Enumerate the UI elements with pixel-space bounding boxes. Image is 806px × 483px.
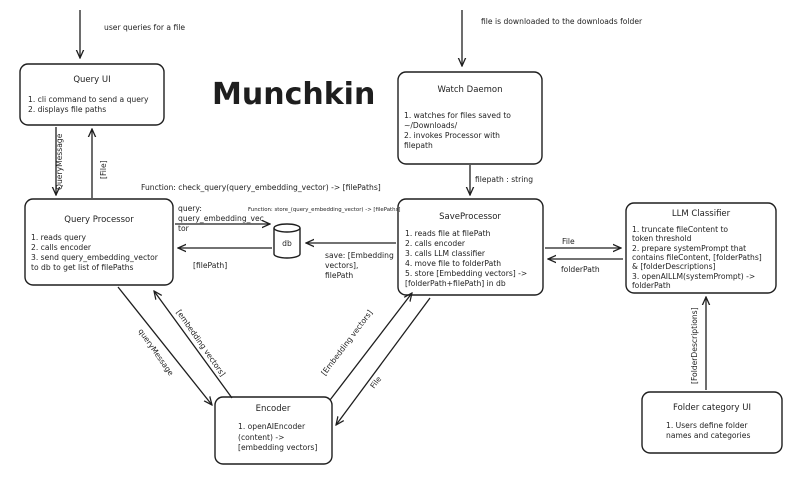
query-processor-line: 1. reads query [31, 233, 87, 242]
arrows [56, 10, 706, 425]
label-user-queries: user queries for a file [104, 23, 185, 32]
db-title: db [282, 239, 292, 248]
label-embedding-vectors-2: [Embedding vectors] [319, 308, 374, 377]
encoder-line: [embedding vectors] [238, 443, 317, 452]
label-save-embeddings: filePath [325, 271, 353, 280]
query-ui-line: 1. cli command to send a query [28, 95, 149, 104]
label-file-3: File [368, 374, 383, 390]
folder-ui-line: names and categories [666, 431, 750, 440]
label-store-function: Function: store_(query_embedding_vector)… [248, 207, 400, 213]
llm-classifier-line: 2. prepare systemPrompt that [632, 244, 746, 253]
label-query-vec: tor [178, 224, 190, 233]
save-processor-node: SaveProcessor 1. reads file at filePath … [397, 198, 544, 296]
save-processor-line: 2. calls encoder [405, 239, 466, 248]
encoder-node: Encoder 1. openAIEncoder (content) -> [e… [214, 396, 333, 465]
arrow-file-to-encoder [336, 297, 431, 425]
watch-daemon-line: ~/Downloads/ [404, 121, 458, 130]
query-ui-line: 2. displays file paths [28, 105, 106, 114]
query-ui-node: Query UI 1. cli command to send a query … [19, 63, 165, 126]
llm-classifier-node: LLM Classifier 1. truncate fileContent t… [625, 202, 777, 294]
query-processor-line: 2. calls encoder [31, 243, 92, 252]
query-ui-title: Query UI [73, 75, 110, 85]
save-processor-line: [folderPath+filePath] in db [405, 279, 506, 288]
label-query-vec: query: [178, 204, 202, 213]
query-processor-line: 3. send query_embedding_vector [31, 253, 159, 262]
save-processor-line: 5. store [Embedding vectors] -> [405, 269, 527, 278]
label-filepath-string: filepath : string [475, 175, 533, 184]
label-check-query: Function: check_query(query_embedding_ve… [141, 183, 381, 192]
label-save-embeddings: vectors], [325, 261, 358, 270]
arrow-query-to-encoder [117, 286, 212, 405]
folder-ui-line: 1. Users define folder [666, 421, 748, 430]
llm-classifier-line: contains fileContent, [folderPaths] [632, 253, 762, 262]
watch-daemon-line: filepath [404, 141, 433, 150]
llm-classifier-line: token threshold [632, 234, 692, 243]
label-file-2: File [562, 237, 575, 246]
llm-classifier-line: & [folderDescriptions] [632, 262, 716, 271]
llm-classifier-line: 3. openAILLM(systemPrompt) -> [632, 272, 755, 281]
watch-daemon-title: Watch Daemon [437, 85, 502, 95]
save-processor-title: SaveProcessor [439, 212, 501, 222]
label-filepath-return: [filePath] [193, 261, 227, 270]
label-file-1: [File] [99, 160, 108, 179]
llm-classifier-line: 1. truncate fileContent to [632, 225, 728, 234]
arrow-embeddings-to-qp [154, 291, 233, 399]
llm-classifier-title: LLM Classifier [672, 209, 731, 219]
query-processor-title: Query Processor [64, 215, 134, 225]
save-processor-line: 4. move file to folderPath [405, 259, 501, 268]
arrow-embeddings-to-sp [329, 293, 412, 401]
llm-classifier-line: folderPath [632, 281, 671, 290]
label-query-message: QueryMessage [55, 133, 64, 190]
query-processor-node: Query Processor 1. reads query 2. calls … [24, 198, 174, 286]
save-processor-line: 3. calls LLM classifier [405, 249, 486, 258]
watch-daemon-line: 1. watches for files saved to [404, 111, 511, 120]
label-query-vec: query_embedding_vec [178, 214, 264, 223]
db-node: db [273, 223, 301, 259]
label-folder-descriptions: [FolderDescriptions] [690, 307, 699, 384]
query-processor-line: to db to get list of filePaths [31, 263, 134, 272]
folder-ui-title: Folder category UI [673, 403, 751, 413]
diagram-title: Munchkin [212, 77, 375, 112]
folder-category-ui-node: Folder category UI 1. Users define folde… [641, 391, 783, 454]
watch-daemon-node: Watch Daemon 1. watches for files saved … [397, 71, 543, 165]
encoder-title: Encoder [256, 404, 291, 414]
label-save-embeddings: save: [Embedding [325, 251, 394, 260]
watch-daemon-line: 2. invokes Processor with [404, 131, 500, 140]
encoder-line: (content) -> [238, 433, 285, 442]
save-processor-line: 1. reads file at filePath [405, 229, 491, 238]
label-file-downloaded: file is downloaded to the downloads fold… [481, 17, 643, 26]
encoder-line: 1. openAIEncoder [238, 422, 306, 431]
label-folderpath: folderPath [561, 265, 600, 274]
